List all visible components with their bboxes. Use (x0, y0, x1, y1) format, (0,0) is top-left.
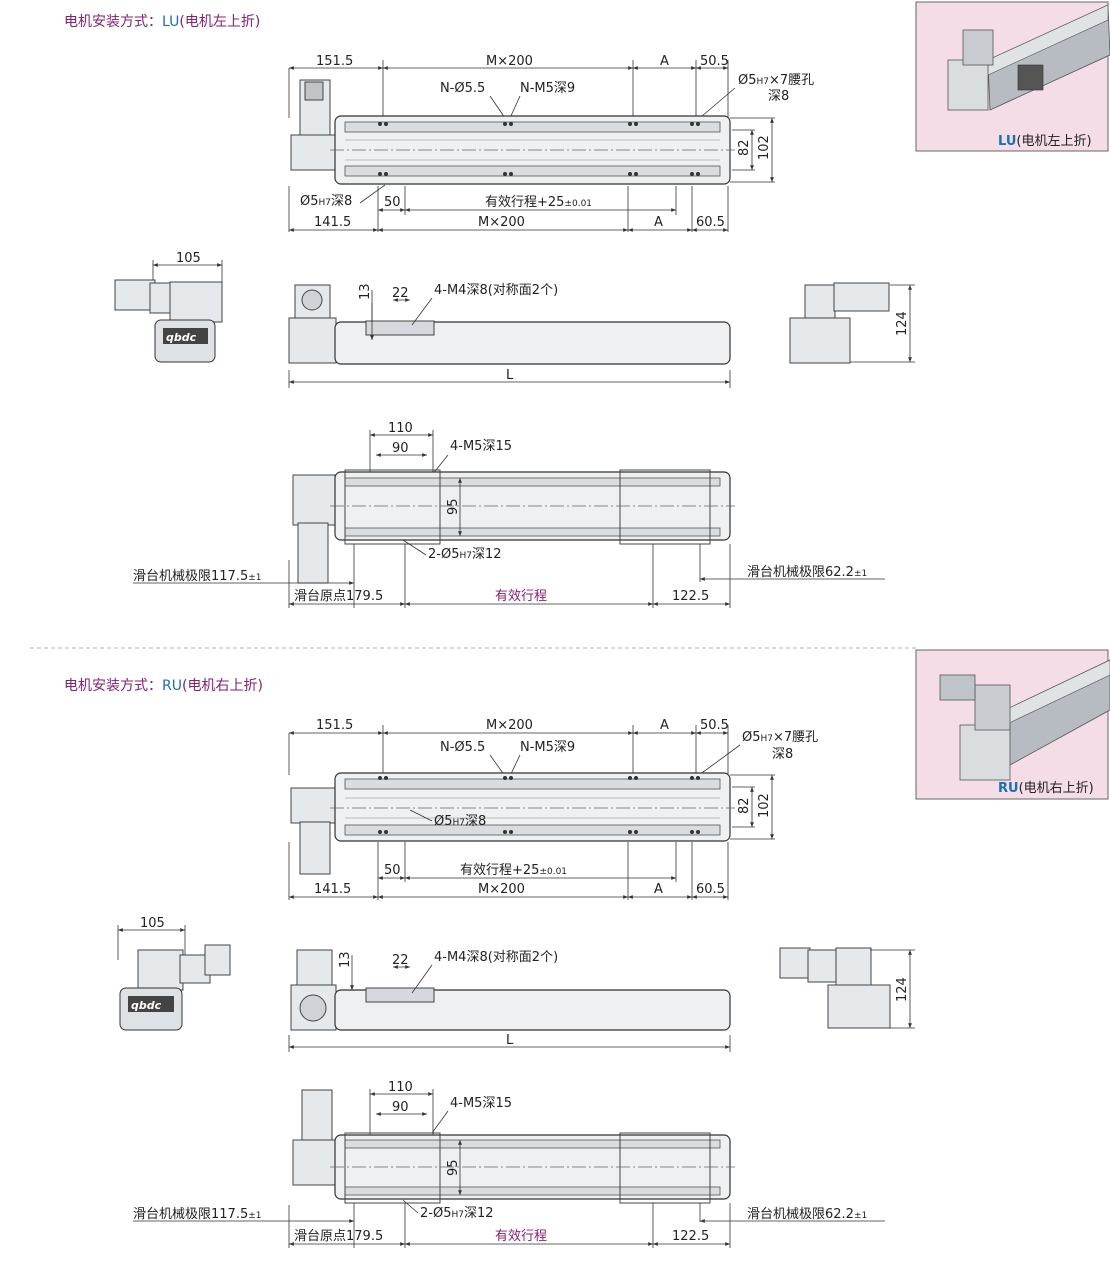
dim-m200: M×200 (486, 54, 533, 69)
dim-122-5: 122.5 (672, 1229, 709, 1244)
dim-m200-bottom: M×200 (478, 882, 525, 897)
dim-124: 124 (895, 977, 910, 1002)
dim-60-5: 60.5 (696, 215, 725, 230)
dim-l: L (506, 368, 514, 383)
dim-l: L (506, 1033, 514, 1048)
dim-22: 22 (392, 953, 409, 968)
label-limit-right: 滑台机械极限62.2±1 (747, 1207, 867, 1222)
logo-qbdc: qbdc (131, 999, 162, 1012)
label-n-dia: N-Ø5.5 (440, 81, 485, 96)
label-pin: Ø5H7深8 (300, 194, 352, 209)
label-m4: 4-M4深8(对称面2个) (434, 283, 558, 298)
dim-141-5: 141.5 (314, 882, 351, 897)
dim-50: 50 (384, 863, 401, 878)
label-hole-slot: Ø5H7×7腰孔 (742, 730, 818, 745)
side-view: 13 22 4-M4深8(对称面2个) L (288, 949, 731, 1052)
label-depth8: 深8 (768, 89, 789, 104)
label-m5-15: 4-M5深15 (450, 1096, 512, 1111)
label-stroke: 有效行程 (495, 589, 547, 604)
section-lu: 电机安装方式：LU(电机左上折) LU(电机左上折) (64, 1, 1110, 608)
dim-13: 13 (338, 951, 353, 968)
dim-110: 110 (388, 1080, 413, 1095)
dim-stroke-25: 有效行程+25±0.01 (460, 863, 567, 878)
top-view: 151.5 M×200 A 50.5 N-Ø5.5 N-M5深9 Ø5H7×7腰… (288, 718, 818, 900)
top-view: 151.5 M×200 A 50.5 N-Ø5.5 N-M5深9 Ø5H7×7腰… (288, 54, 814, 232)
dim-95: 95 (446, 1159, 461, 1176)
label-m5-15: 4-M5深15 (450, 439, 512, 454)
photo-label: RU(电机右上折) (998, 781, 1094, 796)
label-limit-left: 滑台机械极限117.5±1 (133, 1207, 262, 1222)
dim-82: 82 (737, 797, 752, 814)
dim-a: A (660, 718, 669, 733)
label-n-dia: N-Ø5.5 (440, 740, 485, 755)
label-pin: Ø5H7深8 (434, 814, 486, 829)
label-stroke: 有效行程 (495, 1229, 547, 1244)
label-m4: 4-M4深8(对称面2个) (434, 950, 558, 965)
section-heading: 电机安装方式：RU(电机右上折) (64, 678, 263, 694)
dim-50-5: 50.5 (700, 718, 729, 733)
label-limit-left: 滑台机械极限117.5±1 (133, 569, 262, 584)
dim-102: 102 (757, 793, 772, 818)
dim-90: 90 (392, 1100, 409, 1115)
dim-82: 82 (737, 139, 752, 156)
photo-label: LU(电机左上折) (998, 134, 1092, 149)
logo-qbdc: qbdc (166, 331, 197, 344)
dim-151-5: 151.5 (316, 718, 353, 733)
bottom-view: 110 90 4-M5深15 95 2-Ø5H7深12 滑台机械极限117.5±… (133, 1080, 885, 1248)
dim-a-bottom: A (654, 882, 663, 897)
dim-105: 105 (176, 251, 201, 266)
bottom-view: 110 90 4-M5深15 95 2-Ø5H7深12 滑台机械极限117.5±… (133, 421, 885, 608)
end-view-right: 124 (789, 282, 915, 364)
dim-stroke-25: 有效行程+25±0.01 (485, 195, 592, 210)
dim-122-5: 122.5 (672, 589, 709, 604)
section-heading: 电机安装方式：LU(电机左上折) (64, 14, 260, 30)
product-photo-lu: LU(电机左上折) (915, 1, 1110, 152)
label-limit-right: 滑台机械极限62.2±1 (747, 565, 867, 580)
dim-151-5: 151.5 (316, 54, 353, 69)
label-n-m5: N-M5深9 (520, 81, 575, 96)
label-n-m5: N-M5深9 (520, 740, 575, 755)
label-pin-2: 2-Ø5H7深12 (420, 1206, 494, 1221)
dim-50-5: 50.5 (700, 54, 729, 69)
label-hole-slot: Ø5H7×7腰孔 (738, 73, 814, 88)
dim-110: 110 (388, 421, 413, 436)
label-origin: 滑台原点179.5 (294, 1229, 383, 1244)
dim-22: 22 (392, 286, 409, 301)
dim-a: A (660, 54, 669, 69)
side-view: 13 22 4-M4深8(对称面2个) L (288, 283, 731, 388)
end-view-left: 105 qbdc (114, 251, 223, 363)
dim-105: 105 (140, 916, 165, 931)
dim-m200-bottom: M×200 (478, 215, 525, 230)
dim-90: 90 (392, 441, 409, 456)
label-pin-2: 2-Ø5H7深12 (428, 547, 502, 562)
dim-m200: M×200 (486, 718, 533, 733)
dim-124: 124 (895, 311, 910, 336)
dim-50: 50 (384, 195, 401, 210)
dim-a-bottom: A (654, 215, 663, 230)
section-ru: 电机安装方式：RU(电机右上折) RU(电机右上折) 151.5 (64, 649, 1110, 1248)
end-view-right: 124 (779, 947, 915, 1029)
product-photo-ru: RU(电机右上折) (915, 649, 1110, 800)
label-origin: 滑台原点179.5 (294, 589, 383, 604)
dim-141-5: 141.5 (314, 215, 351, 230)
dim-60-5: 60.5 (696, 882, 725, 897)
dim-102: 102 (757, 135, 772, 160)
dim-13: 13 (358, 283, 373, 300)
end-view-left: 105 qbdc (117, 916, 231, 1031)
label-depth8: 深8 (772, 747, 793, 762)
dim-95: 95 (446, 498, 461, 515)
